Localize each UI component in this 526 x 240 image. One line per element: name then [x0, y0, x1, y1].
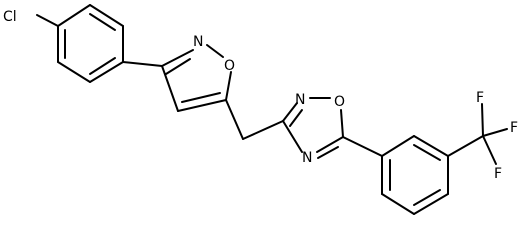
- aromatic-bond: [89, 57, 116, 75]
- aromatic-bond: [413, 144, 441, 161]
- bond: [89, 61, 124, 83]
- c-cl-bond: [36, 14, 59, 27]
- isoxazole-ring: [161, 44, 232, 112]
- bond: [282, 120, 303, 153]
- bond: [316, 136, 344, 153]
- bond: [381, 193, 415, 215]
- c-f-bond: [481, 103, 484, 137]
- chlorine-label: Cl: [3, 9, 17, 25]
- c-cf3-bond: [447, 135, 484, 157]
- fluorine-label-bottom: F: [494, 166, 502, 182]
- methylene-bond: [225, 99, 244, 140]
- c-f-bond: [482, 135, 497, 165]
- chlorophenyl-ring: [57, 4, 124, 83]
- bond: [89, 4, 124, 27]
- c-f-bond: [482, 128, 508, 137]
- oxadiazole-nitrogen-top-label: N: [295, 92, 305, 108]
- aromatic-bond: [413, 189, 441, 206]
- bond: [57, 4, 91, 27]
- bond: [206, 44, 224, 58]
- bond: [340, 109, 344, 138]
- bond: [381, 135, 415, 157]
- bond: [413, 135, 449, 157]
- double-bond: [317, 146, 339, 159]
- isoxazole-oxygen-label: O: [224, 58, 235, 74]
- oxadiazole-oxygen-label: O: [334, 94, 345, 110]
- fluorine-label-top: F: [476, 90, 484, 106]
- aryl-isoxazole-bond: [122, 61, 163, 67]
- oxadiazole-nitrogen-bottom-label: N: [302, 150, 312, 166]
- isoxazole-nitrogen-label: N: [193, 34, 203, 50]
- double-bond: [289, 109, 303, 127]
- bond: [57, 61, 91, 83]
- methylene-bond: [242, 120, 284, 140]
- trifluoromethylphenyl-ring: [381, 135, 449, 215]
- molecule-drawing: Cl N O N O N: [3, 4, 518, 215]
- bond: [413, 193, 449, 215]
- structure-diagram: Cl N O N O N: [3, 4, 518, 215]
- bond: [161, 65, 179, 112]
- fluorine-label-right: F: [510, 120, 518, 136]
- oxadiazole-aryl-bond: [342, 136, 383, 157]
- double-bond: [165, 58, 191, 75]
- oxadiazole-ring: [282, 97, 344, 159]
- bond: [225, 71, 232, 101]
- double-bond: [181, 92, 221, 103]
- bond: [177, 99, 227, 112]
- bond: [282, 102, 298, 122]
- bond: [161, 49, 194, 67]
- aromatic-bond: [89, 13, 116, 31]
